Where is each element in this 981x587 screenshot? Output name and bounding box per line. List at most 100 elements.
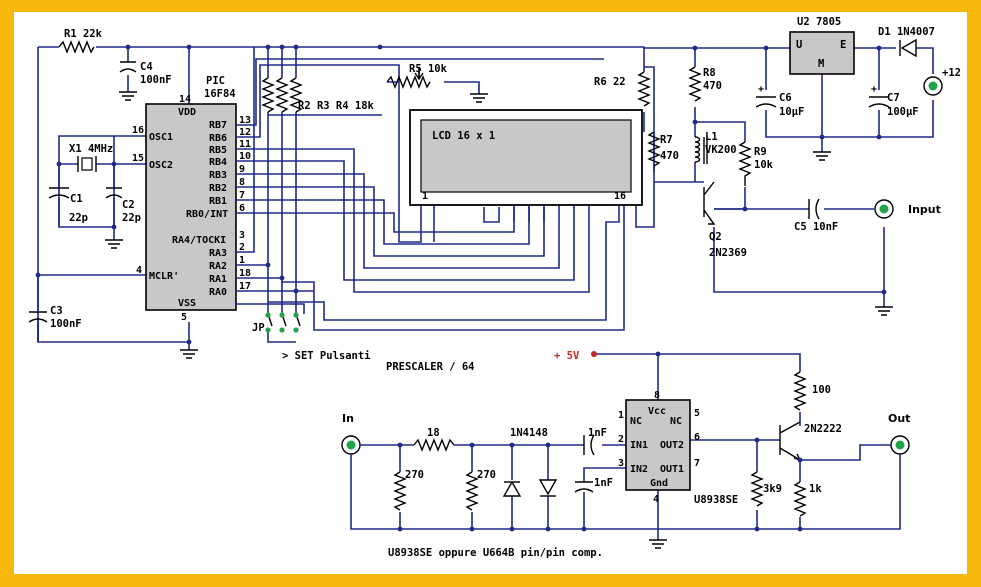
- label-lcd: LCD 16 x 1: [432, 130, 495, 142]
- label-c3: C3: [50, 305, 63, 317]
- svg-text:16: 16: [132, 125, 144, 136]
- label-r7-val: 470: [660, 150, 679, 162]
- prescaler-resistors: [393, 371, 807, 517]
- svg-text:RA1: RA1: [209, 274, 227, 285]
- label-1n4148: 1N4148: [510, 427, 548, 439]
- label-2n2222: 2N2222: [804, 423, 842, 435]
- svg-text:OUT1: OUT1: [660, 464, 684, 475]
- label-r270a: 270: [405, 469, 424, 481]
- svg-text:15: 15: [132, 153, 144, 164]
- svg-text:NC: NC: [670, 416, 682, 427]
- svg-text:7: 7: [694, 458, 700, 469]
- crystal-x1: [77, 156, 97, 172]
- label-r1: R1 22k: [64, 28, 103, 40]
- label-c7: C7: [887, 92, 900, 104]
- svg-text:RB2: RB2: [209, 183, 227, 194]
- label-prescaler: PRESCALER / 64: [386, 361, 475, 373]
- svg-text:6: 6: [239, 203, 245, 214]
- svg-text:MCLR': MCLR': [149, 271, 179, 282]
- label-c1nf-b: 1nF: [594, 477, 613, 489]
- svg-text:16: 16: [614, 191, 626, 202]
- svg-text:NC: NC: [630, 416, 642, 427]
- label-c1nf-a: 1nF: [588, 427, 607, 439]
- transistor-q2: [703, 181, 716, 225]
- pic-pin-labels: VDD VSS OSC1 OSC2 MCLR' RB7 RB6 RB5 RB4 …: [132, 94, 251, 323]
- svg-text:18: 18: [239, 268, 251, 279]
- svg-text:1: 1: [618, 410, 624, 421]
- label-c2-val: 22p: [122, 212, 141, 224]
- label-c2: C2: [122, 199, 135, 211]
- svg-text:OUT2: OUT2: [660, 440, 684, 451]
- label-pic-model: 16F84: [204, 88, 236, 100]
- label-jp: JP: [252, 322, 265, 334]
- svg-text:RB1: RB1: [209, 196, 227, 207]
- svg-text:IN2: IN2: [630, 464, 648, 475]
- jumpers-jp: [265, 312, 301, 333]
- svg-text:1: 1: [239, 255, 245, 266]
- svg-text:8: 8: [239, 177, 245, 188]
- svg-text:Vcc: Vcc: [648, 406, 666, 417]
- svg-text:RB3: RB3: [209, 170, 227, 181]
- svg-text:7: 7: [239, 190, 245, 201]
- label-c4: C4: [140, 61, 153, 73]
- label-r18: 18: [427, 427, 440, 439]
- svg-text:RA4/TOCKI: RA4/TOCKI: [172, 235, 226, 246]
- svg-text:8: 8: [654, 390, 660, 401]
- prescaler-ground: [649, 539, 667, 549]
- label-out: Out: [888, 412, 910, 425]
- schematic-canvas: + +: [28, 16, 961, 559]
- pic-chip: [145, 103, 237, 311]
- svg-text:17: 17: [239, 281, 251, 292]
- prescaler-junctions: [397, 351, 803, 532]
- label-r7: R7: [660, 134, 673, 146]
- label-plus5v: + 5V: [554, 350, 580, 362]
- label-u2-m: M: [818, 58, 824, 70]
- plus5v-node: [591, 351, 597, 357]
- label-footer: U8938SE oppure U664B pin/pin comp.: [388, 547, 603, 559]
- prescaler-diodes-caps: [502, 434, 595, 497]
- svg-text:3: 3: [239, 230, 245, 241]
- label-c1: C1: [70, 193, 83, 205]
- label-q2-model: 2N2369: [709, 247, 747, 259]
- label-d1: D1 1N4007: [878, 26, 935, 38]
- label-r5: R5 10k: [409, 63, 448, 75]
- labels-prescaler: PRESCALER / 64 + 5V In 18 270 270 1N4148…: [342, 350, 910, 559]
- junction-dots: [35, 44, 887, 345]
- svg-text:Gnd: Gnd: [650, 478, 668, 489]
- svg-text:OSC2: OSC2: [149, 160, 173, 171]
- svg-text:VDD: VDD: [178, 107, 196, 118]
- label-c4-val: 100nF: [140, 74, 172, 86]
- top-wires: [37, 46, 934, 350]
- schematic-frame: + +: [14, 12, 967, 574]
- label-c3-val: 100nF: [50, 318, 82, 330]
- label-pic: PIC: [206, 75, 225, 87]
- ground-symbols: [105, 91, 893, 359]
- prescaler-chip: [625, 399, 691, 491]
- label-r9-val: 10k: [754, 159, 774, 171]
- svg-text:13: 13: [239, 115, 251, 126]
- svg-text:11: 11: [239, 139, 251, 150]
- label-l1-val: VK200: [705, 144, 737, 156]
- svg-text:IN1: IN1: [630, 440, 648, 451]
- svg-text:2: 2: [618, 434, 624, 445]
- svg-text:3: 3: [618, 458, 624, 469]
- label-r6: R6 22: [594, 76, 626, 88]
- prescaler-wires: [350, 353, 901, 540]
- svg-text:10: 10: [239, 151, 251, 162]
- labels-top: R1 22k C4 100nF PIC 16F84 X1 4MHz C1 22p…: [50, 16, 961, 362]
- svg-text:+: +: [871, 84, 877, 95]
- label-r8: R8: [703, 67, 716, 79]
- label-u2-e: E: [840, 39, 846, 51]
- label-l1: L1: [705, 131, 718, 143]
- svg-text:RB6: RB6: [209, 133, 227, 144]
- diode-d1: [899, 38, 917, 58]
- svg-text:5: 5: [694, 408, 700, 419]
- label-u2-u: U: [796, 39, 802, 51]
- svg-text:12: 12: [239, 127, 251, 138]
- svg-text:14: 14: [179, 94, 191, 105]
- label-r3k9: 3k9: [763, 483, 782, 495]
- svg-text:RA2: RA2: [209, 261, 227, 272]
- label-input: Input: [908, 203, 941, 216]
- lcd-display: [409, 109, 643, 206]
- pic-pin-stubs: [236, 124, 305, 314]
